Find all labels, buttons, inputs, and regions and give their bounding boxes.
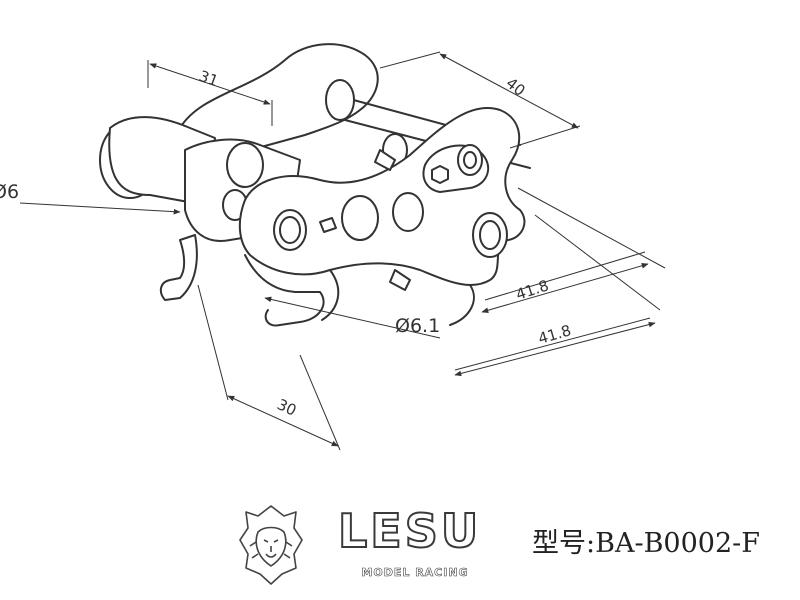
pin-hole — [341, 195, 379, 241]
dim-line-41-8-b — [454, 321, 656, 377]
dim-line-40 — [439, 53, 579, 129]
dim-label-40: 40 — [503, 74, 529, 100]
dim-line-31 — [149, 63, 271, 105]
leader-dia-6 — [19, 202, 181, 215]
dim-label-30: 30 — [274, 395, 299, 419]
lion-logo-icon — [239, 505, 303, 585]
dimension-lines — [19, 51, 666, 451]
dim-line-30 — [227, 395, 339, 447]
dim-label-dia-6-1: Ø6.1 — [395, 315, 440, 337]
dim-line-41-8-a — [481, 263, 649, 313]
dim-label-31: 31 — [197, 67, 221, 90]
dim-label-41-8-b: 41.8 — [536, 321, 573, 348]
model-label: 型号: — [532, 528, 596, 559]
front-hook — [244, 254, 325, 327]
pin-hole — [392, 192, 424, 232]
model-code: BA-B0002-F — [595, 528, 760, 559]
dim-label-dia-6: Ø6 — [0, 181, 19, 203]
brand-block: LESU MODEL RACING 型号:BA-B0002-F — [230, 500, 790, 590]
front-lower-hook — [449, 284, 475, 326]
quick-coupler-part — [99, 43, 531, 327]
dim-label-41-8-a: 41.8 — [514, 276, 551, 303]
bolt-nut — [431, 165, 449, 184]
model-number: 型号:BA-B0002-F — [532, 530, 760, 557]
brand-tagline: MODEL RACING — [361, 566, 469, 580]
leader-dia-6-1 — [264, 296, 441, 339]
rear-hook — [159, 234, 198, 301]
brand-name: LESU — [337, 504, 482, 558]
